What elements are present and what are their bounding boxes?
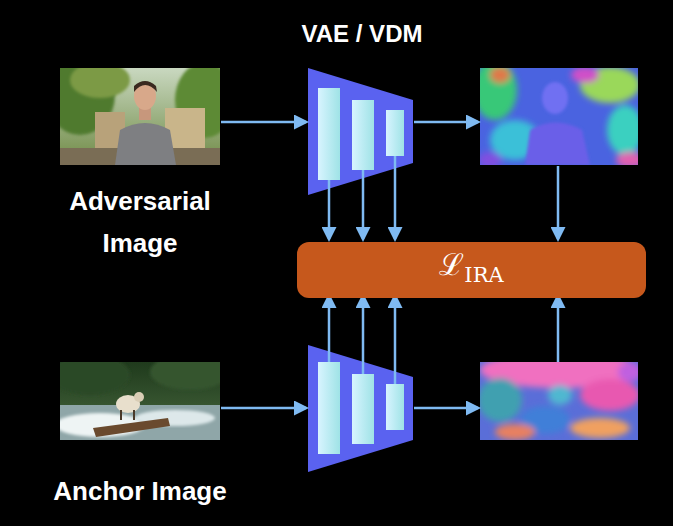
- anchor-photo: [93, 418, 170, 437]
- flow-arrow: [362, 296, 365, 374]
- anchor-photo: [150, 362, 220, 390]
- encoder: [352, 100, 374, 170]
- loss-box: ℒIRA: [297, 242, 646, 298]
- anchor-photo: [60, 362, 220, 440]
- encoder: [308, 68, 413, 195]
- feature-map: [580, 379, 638, 411]
- feature-map: [607, 105, 638, 155]
- feature-map: [525, 123, 590, 166]
- encoder: [318, 88, 340, 180]
- flow-arrow: [557, 166, 560, 239]
- adversarial-photo: [134, 81, 157, 92]
- adversarial-photo: [115, 123, 176, 165]
- encoder: [308, 345, 413, 472]
- feature-map: [548, 385, 572, 405]
- feature-map: [480, 152, 502, 165]
- flow-arrow: [557, 296, 560, 362]
- loss-symbol-main: ℒ: [439, 247, 464, 282]
- feature-map: [618, 362, 638, 382]
- loss-symbol: ℒIRA: [439, 247, 503, 293]
- feature-map: [480, 68, 638, 165]
- feature-map: [480, 68, 638, 165]
- feature-map: [570, 418, 630, 438]
- feature-map: [495, 424, 535, 440]
- encoder: [352, 374, 374, 444]
- feature-map: [616, 152, 638, 165]
- anchor-photo: [120, 410, 122, 420]
- loss-symbol-subscript: IRA: [464, 263, 503, 287]
- adversarial-photo: [60, 68, 220, 165]
- flow-arrow: [221, 407, 306, 410]
- flow-arrow: [362, 170, 365, 239]
- flow-arrow: [328, 296, 331, 362]
- flow-arrow: [221, 121, 306, 124]
- flow-arrow: [414, 407, 478, 410]
- adversarial-photo: [70, 68, 130, 98]
- adversarial-photo: [134, 82, 156, 110]
- feature-map: [480, 378, 522, 422]
- image-label: Anchor Image: [10, 470, 270, 512]
- anchor-photo: [133, 410, 135, 420]
- anchor-photo: [134, 392, 144, 402]
- feature-map: [542, 82, 568, 114]
- flow-arrow: [414, 121, 478, 124]
- feature-map: [490, 68, 510, 83]
- flow-arrow: [328, 180, 331, 239]
- image-caption: Anchor Image: [10, 470, 270, 512]
- feature-map: [480, 362, 638, 440]
- diagram-title: VAE / VDM: [262, 20, 462, 48]
- encoder: [308, 68, 413, 195]
- feature-map: [571, 68, 599, 83]
- feature-map: [480, 68, 517, 120]
- encoder: [386, 384, 404, 430]
- image-label: Adversarial Image: [40, 180, 240, 264]
- image-caption: Adversarial Image: [40, 180, 240, 264]
- flow-arrow: [394, 156, 397, 239]
- flow-arrow: [394, 296, 397, 384]
- encoder: [308, 345, 413, 472]
- encoder: [386, 110, 404, 156]
- anchor-photo: [60, 362, 130, 395]
- feature-map: [480, 362, 638, 440]
- encoder: [318, 362, 340, 454]
